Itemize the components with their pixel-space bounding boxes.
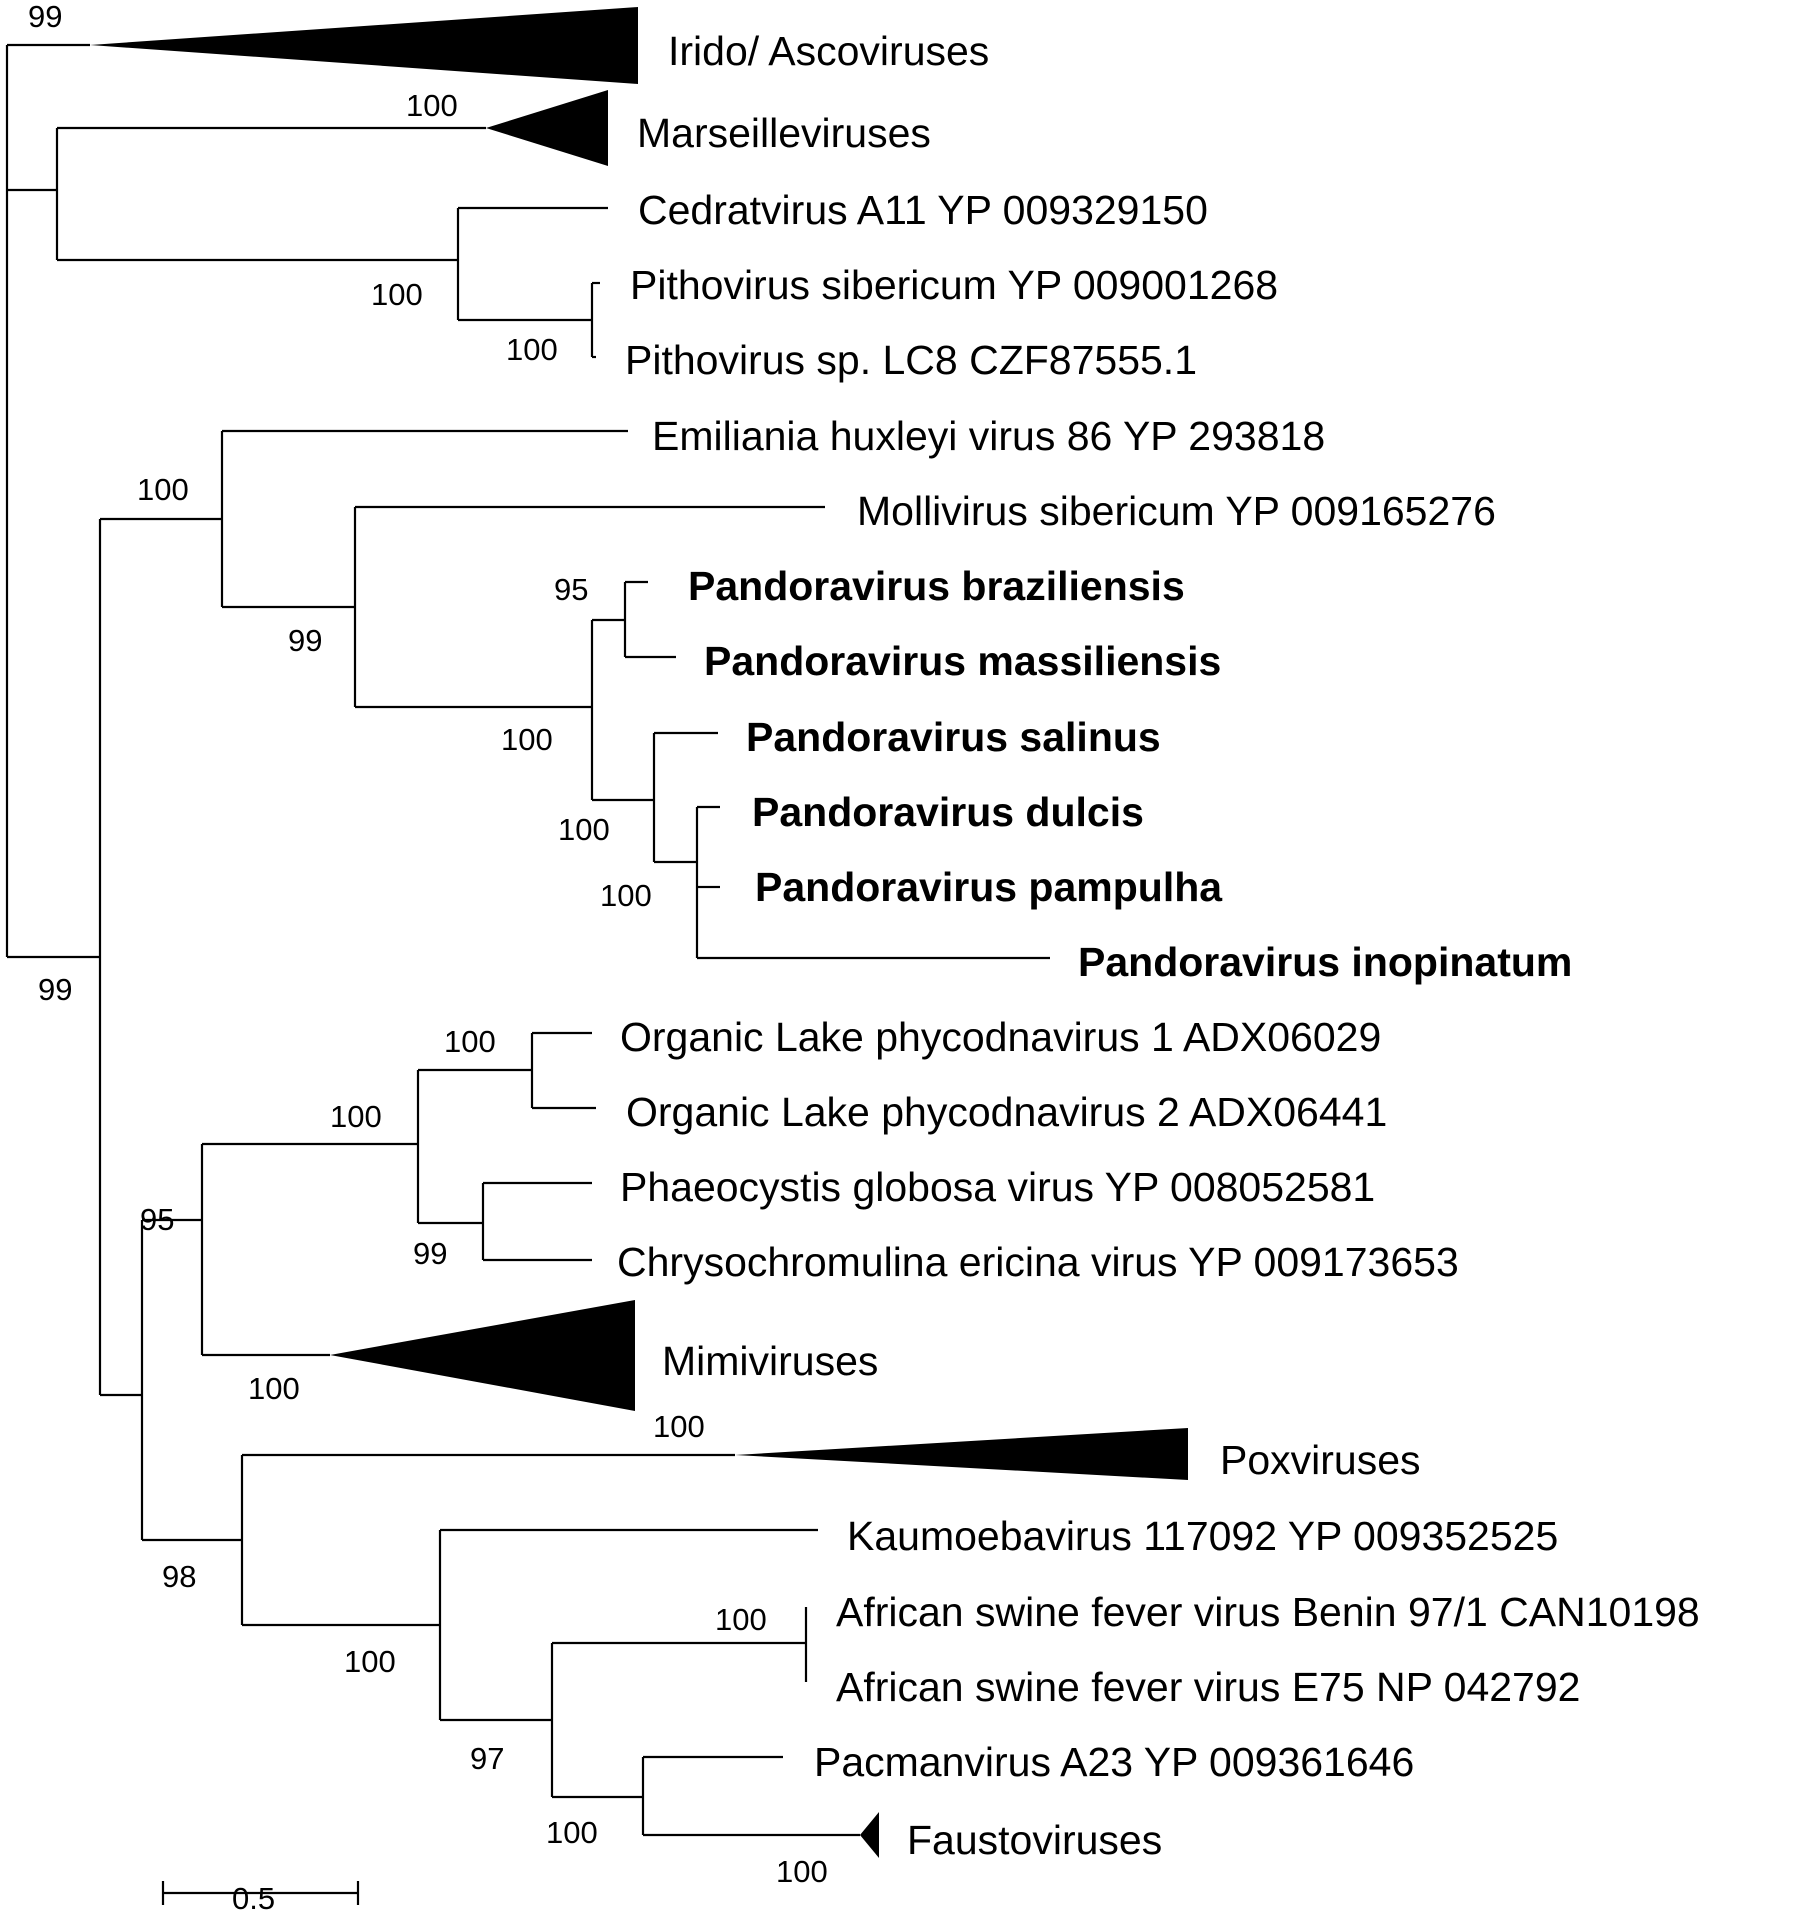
collapsed-clades [90, 7, 1188, 1858]
support-pox-group: 98 [162, 1559, 196, 1594]
scale-bar-label: 0.5 [232, 1881, 275, 1911]
support-values: 99 100 100 100 100 99 95 100 100 100 99 … [28, 0, 828, 1889]
support-organic-lake-pair: 100 [444, 1024, 496, 1059]
label-asfv-e75: African swine fever virus E75 NP 042792 [836, 1664, 1580, 1710]
label-pandoravirus-braziliensis: Pandoravirus braziliensis [688, 563, 1185, 609]
label-marseilleviruses: Marseilleviruses [637, 110, 931, 156]
taxon-labels: Irido/ Ascoviruses Marseilleviruses Cedr… [617, 28, 1700, 1863]
tree-branches [5, 43, 1050, 1837]
support-phaeo-chryso-pair: 99 [413, 1236, 447, 1271]
label-emiliania: Emiliania huxleyi virus 86 YP 293818 [652, 413, 1325, 459]
support-emiliania-group: 100 [137, 472, 189, 507]
label-pandoravirus-massiliensis: Pandoravirus massiliensis [704, 638, 1221, 684]
label-organic-lake-2: Organic Lake phycodnavirus 2 ADX06441 [626, 1089, 1387, 1135]
support-root-lower: 99 [38, 972, 72, 1007]
support-irido: 99 [28, 0, 62, 34]
label-organic-lake-1: Organic Lake phycodnavirus 1 ADX06029 [620, 1014, 1381, 1060]
support-cedrat-pitho: 100 [371, 277, 423, 312]
support-marseille: 100 [406, 88, 458, 123]
support-mollivirus-group: 99 [288, 623, 322, 658]
label-kaumoebavirus: Kaumoebavirus 117092 YP 009352525 [847, 1513, 1558, 1559]
label-pandoravirus-salinus: Pandoravirus salinus [746, 714, 1161, 760]
support-asfv-pair: 100 [715, 1602, 767, 1637]
label-faustoviruses: Faustoviruses [907, 1817, 1162, 1863]
support-pacman-group: 100 [546, 1815, 598, 1850]
support-pandora-all: 100 [501, 722, 553, 757]
label-pandoravirus-inopinatum: Pandoravirus inopinatum [1078, 939, 1572, 985]
support-pitho-pair: 100 [506, 332, 558, 367]
label-poxviruses: Poxviruses [1220, 1437, 1421, 1483]
support-pandora-salinus-group: 100 [558, 812, 610, 847]
label-chrysochromulina: Chrysochromulina ericina virus YP 009173… [617, 1239, 1459, 1285]
clade-poxviruses [735, 1428, 1188, 1480]
label-asfv-benin: African swine fever virus Benin 97/1 CAN… [836, 1589, 1700, 1635]
label-irido-ascoviruses: Irido/ Ascoviruses [668, 28, 989, 74]
support-asfv-group: 97 [470, 1741, 504, 1776]
label-cedratvirus: Cedratvirus A11 YP 009329150 [638, 187, 1208, 233]
label-pithovirus-sibericum: Pithovirus sibericum YP 009001268 [630, 262, 1278, 308]
support-faustoviruses: 100 [776, 1854, 828, 1889]
scale-bar-line [161, 1881, 360, 1905]
support-kaumoeba-group: 100 [344, 1644, 396, 1679]
support-pandora-dulcis-group: 100 [600, 878, 652, 913]
label-mimiviruses: Mimiviruses [662, 1338, 878, 1384]
support-pandora-braz-mass: 95 [554, 572, 588, 607]
clade-irido-ascoviruses [90, 7, 638, 84]
label-pacmanvirus: Pacmanvirus A23 YP 009361646 [814, 1739, 1414, 1785]
support-mimiviruses: 100 [248, 1371, 300, 1406]
label-phaeocystis: Phaeocystis globosa virus YP 008052581 [620, 1164, 1375, 1210]
support-organic-phaeo-group: 100 [330, 1099, 382, 1134]
clade-faustoviruses [860, 1812, 879, 1858]
label-mollivirus: Mollivirus sibericum YP 009165276 [857, 488, 1496, 534]
label-pandoravirus-pampulha: Pandoravirus pampulha [755, 864, 1223, 910]
support-mimi-group: 95 [140, 1202, 174, 1237]
clade-mimiviruses [330, 1300, 635, 1411]
support-poxviruses: 100 [653, 1409, 705, 1444]
label-pandoravirus-dulcis: Pandoravirus dulcis [752, 789, 1144, 835]
clade-marseilleviruses [486, 90, 608, 166]
scale-bar: 0.5 [161, 1881, 360, 1911]
label-pithovirus-lc8: Pithovirus sp. LC8 CZF87555.1 [625, 337, 1197, 383]
